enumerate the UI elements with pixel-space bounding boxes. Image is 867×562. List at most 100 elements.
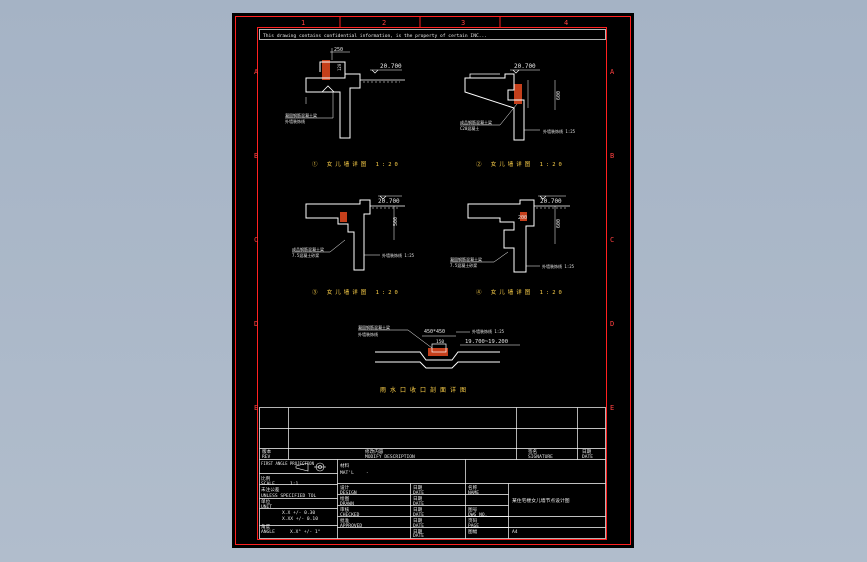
unit-label-en: UNIT (261, 504, 272, 510)
material-value: - (366, 471, 369, 476)
detail-3-note-1: 成品钢筋混凝土梁 (292, 246, 324, 252)
date-col-3-en: DATE (413, 512, 424, 518)
detail-4-title: ④ 女儿墙详图 1:20 (476, 288, 565, 296)
unit-label: 单位 (261, 498, 271, 505)
detail-4-note-3: 外墙装饰线 1:25 (542, 263, 575, 269)
angle-label: 角度 (261, 523, 271, 530)
tolerance-label-en: UNLESS SPECIFIED TOL (261, 493, 317, 499)
zone-d-right: D (610, 320, 614, 328)
zone-c-right: C (610, 236, 614, 244)
detail-2[interactable]: 600 20.700 成品钢筋混凝土梁 C20混凝土 外墙装饰线 1:25 ② … (460, 63, 576, 168)
desc-label: 修改内容 (365, 448, 384, 455)
detail-1-note-2: 外墙装饰线 (285, 118, 305, 124)
design-label-en: DESIGN (340, 490, 357, 496)
scale-label: 比例 (261, 475, 271, 482)
detail-2-note-2: C20混凝土 (460, 125, 479, 131)
detail-3-level: 20.700 (378, 198, 400, 205)
date-label: 日期 (582, 449, 592, 455)
tolerance-label: 未注公差 (261, 486, 280, 493)
dwgno-label: 图号 (468, 507, 478, 513)
inner-border (257, 27, 607, 540)
detail-3-title: ③ 女儿墙详图 1:20 (312, 288, 401, 296)
detail-2-hatch (514, 84, 522, 104)
detail-1-outline (305, 73, 361, 139)
detail-2-outline (464, 73, 525, 141)
detail-1-title: ① 女儿墙详图 1:20 (312, 160, 401, 168)
zone-d-left: D (254, 320, 258, 328)
approved-label-en: APPROVED (340, 523, 362, 529)
zone-a-right: A (610, 68, 615, 76)
detail-3-level-mark (379, 195, 387, 200)
detail-4-leader (493, 251, 509, 263)
checked-label-en: CHECKED (340, 512, 360, 518)
drawn-label-en: DRAWN (340, 501, 354, 507)
date-col-2: 日期 (413, 496, 423, 502)
angle-label-en: ANGLE (261, 529, 275, 535)
outer-frame (235, 16, 631, 545)
name-label-en: NAME (468, 490, 479, 496)
detail-2-dim-depth: 600 (556, 91, 562, 100)
design-label: 设计 (340, 484, 350, 491)
detail-5-note-2: 外墙装饰线 (358, 331, 378, 337)
zone-marks-top: 1 2 3 4 (301, 17, 568, 27)
detail-4[interactable]: 200 600 20.700 凝固钢筋混凝土梁 7.5混凝土砂浆 外墙装饰线 1… (450, 195, 575, 296)
detail-1-dim-top: 250 (334, 47, 343, 53)
zone-2: 2 (382, 19, 386, 27)
detail-1[interactable]: 250 120 20.700 凝固钢筋混凝土梁 外墙装饰线 ① 女儿墙详图 1:… (285, 47, 405, 168)
scale-value: 1:1 (290, 481, 299, 487)
detail-3-outline (305, 199, 371, 271)
detail-4-dim-depth: 600 (556, 219, 562, 228)
sheet-label: 图幅 (468, 528, 478, 535)
zone-3: 3 (461, 19, 465, 27)
notice-box (259, 29, 606, 40)
detail-1-level-mark (371, 69, 379, 74)
detail-5-level: 19.700~19.200 (465, 339, 508, 345)
detail-4-hatch (520, 212, 527, 221)
checked-label: 审核 (340, 506, 350, 513)
angle-value: X.X° +/- 1° (290, 529, 321, 535)
detail-2-roof (469, 73, 500, 78)
pages-label-en: PAGE (468, 523, 479, 529)
detail-3[interactable]: 500 20.700 成品钢筋混凝土梁 7.5混凝土砂浆 外墙装饰线 1:25 … (292, 195, 415, 296)
detail-1-hatch (322, 60, 330, 80)
drawing-title: 某住宅楼女儿墙节点设计图 (512, 497, 570, 504)
detail-1-note-1: 凝固钢筋混凝土梁 (285, 112, 317, 118)
zone-e-right: E (610, 404, 614, 412)
date-col-5-en: DATE (413, 533, 424, 539)
dwgno-label-en: DWG NO. (468, 512, 487, 518)
sheet-background (232, 13, 634, 548)
detail-5-note-3: 外墙装饰线 1:25 (472, 328, 505, 334)
detail-3-note-2: 7.5混凝土砂浆 (292, 252, 319, 258)
title-block-text: 版本 REV 修改内容 MODIFY DESCRIPTION 签名 SIGNAT… (261, 448, 593, 539)
zone-b-right: B (610, 152, 614, 160)
name-label: 名称 (468, 484, 478, 491)
zone-e-left: E (254, 404, 258, 412)
detail-4-note-2: 7.5混凝土砂浆 (450, 262, 477, 268)
detail-5-dim-depth: 150 (436, 339, 444, 345)
detail-5[interactable]: 450*450 150 19.700~19.200 凝固钢筋混凝土梁 外墙装饰线… (358, 324, 520, 394)
detail-2-level-mark (512, 69, 520, 74)
approved-label: 批准 (340, 517, 350, 524)
detail-5-dim-top: 450*450 (424, 329, 445, 335)
detail-1-drip (321, 85, 335, 93)
sign-label-en: SIGNATURE (528, 454, 553, 460)
rev-label-en: REV (262, 454, 271, 460)
drawn-label: 绘图 (340, 495, 350, 502)
detail-2-title: ② 女儿墙详图 1:20 (476, 160, 565, 168)
detail-5-slab-top (375, 351, 500, 361)
detail-2-leader (499, 103, 518, 126)
pages-label: 页码 (468, 517, 478, 524)
detail-2-note-1: 成品钢筋混凝土梁 (460, 119, 492, 125)
detail-5-slab-bottom (375, 361, 500, 369)
date-col-2-en: DATE (413, 501, 424, 507)
detail-4-note-1: 凝固钢筋混凝土梁 (450, 256, 482, 262)
title-block (259, 407, 606, 539)
date-col-3: 日期 (413, 507, 423, 513)
detail-3-note-3: 外墙装饰线 1:25 (382, 252, 415, 258)
detail-5-title: 雨水口收口剖面详图 (380, 386, 470, 394)
sheet-value: A4 (512, 529, 518, 535)
zone-4: 4 (564, 19, 568, 27)
tolerance-row-2: X.XX +/- 0.10 (282, 516, 318, 522)
